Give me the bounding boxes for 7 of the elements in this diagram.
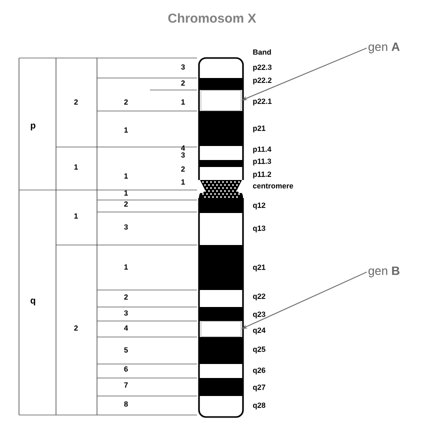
- arm-label: q: [30, 298, 36, 306]
- chromosome-band: [200, 90, 242, 111]
- gene-label: gen A: [368, 42, 400, 54]
- arm-label: p: [30, 124, 36, 130]
- gene-label: gen B: [368, 266, 400, 278]
- chromosome-band: [200, 321, 242, 337]
- title: Chromosom X: [168, 13, 256, 23]
